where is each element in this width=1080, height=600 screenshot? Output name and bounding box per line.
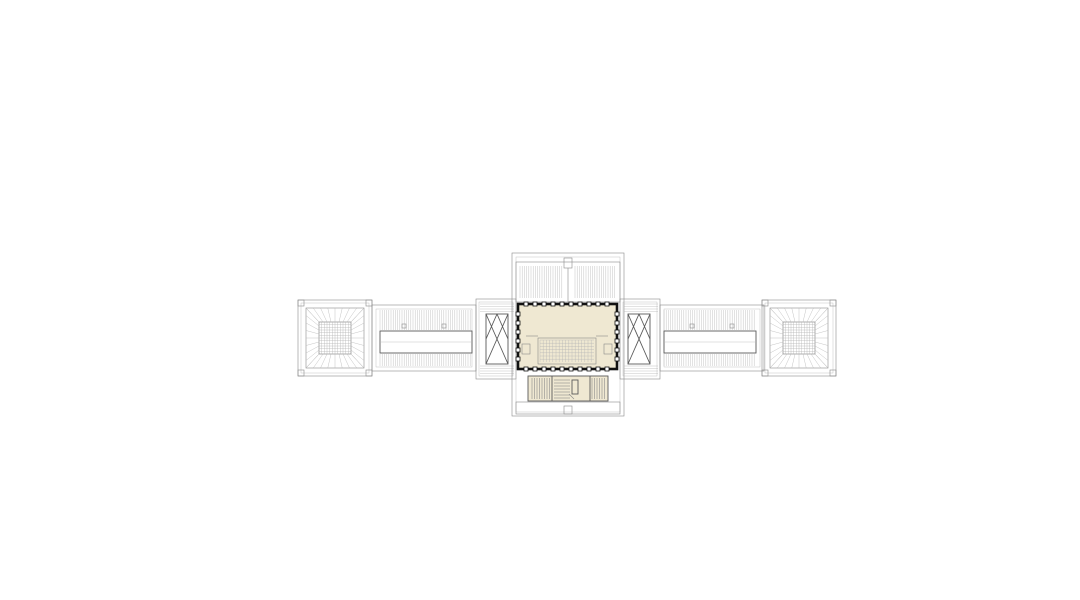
east-tower xyxy=(761,299,837,377)
west-tower-grid xyxy=(318,321,352,355)
north-portico xyxy=(515,257,621,303)
south-portico xyxy=(515,401,621,415)
east-tower-grid xyxy=(782,321,816,355)
east-wing xyxy=(659,304,765,372)
west-wing xyxy=(371,304,477,372)
assembly-hall xyxy=(515,301,620,372)
west-stair-tower xyxy=(475,298,517,380)
east-stair-tower xyxy=(619,298,661,380)
stair-block xyxy=(527,375,609,402)
west-tower xyxy=(297,299,373,377)
